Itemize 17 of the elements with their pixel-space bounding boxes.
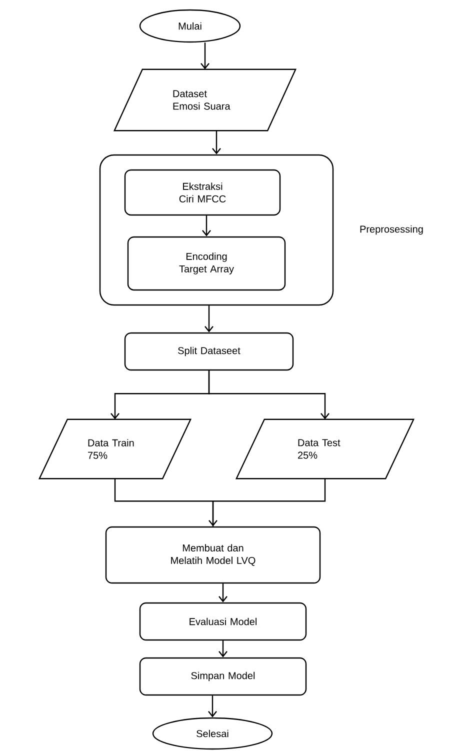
process-box: Ekstraksi Ciri MFCC <box>124 169 281 216</box>
arrow <box>204 306 214 332</box>
process-box: Membuat dan Melatih Model LVQ <box>105 526 321 584</box>
group-box <box>99 154 334 306</box>
arrow <box>208 370 330 420</box>
arrow <box>218 640 228 658</box>
process-box: Encoding Target Array <box>127 236 286 291</box>
arrow <box>212 130 221 154</box>
arrow <box>208 478 326 526</box>
process-box: Simpan Model <box>139 657 307 696</box>
arrow <box>208 696 217 718</box>
arrow <box>200 42 210 70</box>
arrow <box>202 216 211 236</box>
process-box: Evaluasi Model <box>139 602 307 641</box>
process-box: Split Dataseet <box>124 332 294 371</box>
arrow <box>218 584 228 602</box>
side-label: Preprosessing <box>360 225 423 235</box>
